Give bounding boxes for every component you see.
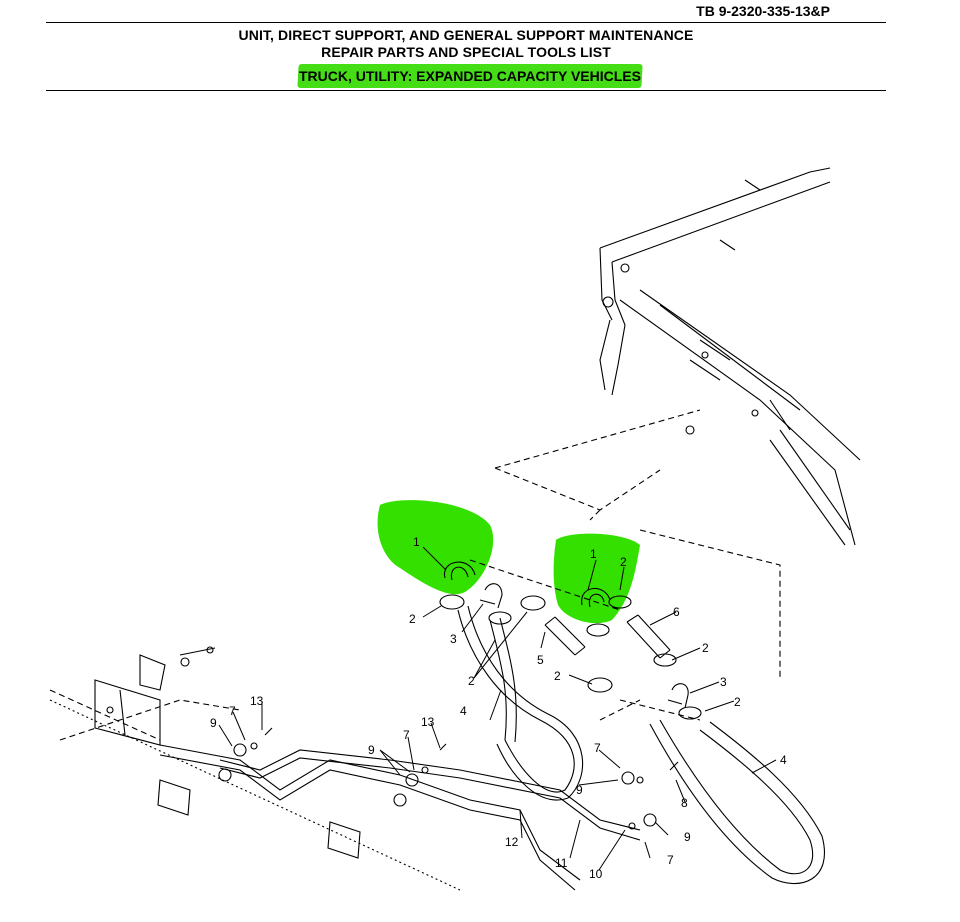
callout-9: 9 (368, 743, 375, 757)
elbow-3-left (479, 583, 503, 609)
callout-3: 3 (450, 632, 457, 646)
callout-11: 11 (555, 856, 568, 870)
callout-1: 1 (590, 547, 597, 561)
callout-1: 1 (413, 535, 420, 549)
floor-edge (49, 699, 461, 891)
callout-8: 8 (681, 796, 688, 810)
callout-7: 7 (667, 853, 674, 867)
document-id: TB 9-2320-335-13&P (696, 3, 830, 19)
header-rule-top (46, 22, 886, 23)
callout-9: 9 (684, 830, 691, 844)
callout-13: 13 (250, 694, 264, 708)
hose-clamps (439, 594, 702, 720)
green-annotation-right (553, 533, 640, 624)
callout-2: 2 (468, 674, 475, 688)
elbow-3-right (667, 683, 689, 709)
floor-mark-right (327, 821, 361, 859)
parts-exploded-diagram: 1 1 2 2 2 2 2 2 3 3 4 4 5 6 7 7 7 7 8 9 … (49, 167, 861, 891)
header-rule-bottom (46, 90, 886, 91)
bracket-assembly (94, 646, 216, 746)
hose-4-left (457, 605, 584, 801)
floor-mark-left (157, 779, 191, 816)
callout-7: 7 (229, 704, 236, 718)
green-annotation-left (377, 500, 494, 595)
callout-5: 5 (537, 653, 544, 667)
leader-lines (218, 546, 777, 871)
document-title-line-2: REPAIR PARTS AND SPECIAL TOOLS LIST (321, 44, 611, 60)
callout-9: 9 (576, 783, 583, 797)
vehicle-subtitle: TRUCK, UTILITY: EXPANDED CAPACITY VEHICL… (299, 68, 641, 84)
elbow-fitting-1-right (581, 587, 611, 608)
callout-9: 9 (210, 716, 217, 730)
callout-10: 10 (589, 867, 603, 881)
vehicle-body-section (599, 167, 861, 546)
callout-7: 7 (594, 741, 601, 755)
elbow-fitting-1-left (443, 561, 476, 581)
highlighted-subtitle: TRUCK, UTILITY: EXPANDED CAPACITY VEHICL… (297, 64, 643, 88)
callout-2: 2 (702, 641, 709, 655)
phantom-outline (49, 409, 781, 741)
callout-3: 3 (720, 675, 727, 689)
line-clips (218, 727, 679, 830)
document-title-line-1: UNIT, DIRECT SUPPORT, AND GENERAL SUPPOR… (238, 27, 694, 43)
callout-7: 7 (403, 728, 410, 742)
tube-6 (626, 614, 671, 659)
hose-4-right (649, 719, 825, 885)
callout-12: 12 (505, 835, 519, 849)
tube-5 (544, 616, 586, 656)
callout-4: 4 (460, 704, 467, 718)
callout-6: 6 (673, 605, 680, 619)
callout-13: 13 (421, 715, 435, 729)
callout-2: 2 (409, 612, 416, 626)
brake-line-12 (159, 744, 581, 891)
callout-2: 2 (620, 555, 627, 569)
callout-2: 2 (554, 669, 561, 683)
callout-4: 4 (780, 753, 787, 767)
page-header: TB 9-2320-335-13&P UNIT, DIRECT SUPPORT,… (0, 0, 960, 96)
callout-2: 2 (734, 695, 741, 709)
